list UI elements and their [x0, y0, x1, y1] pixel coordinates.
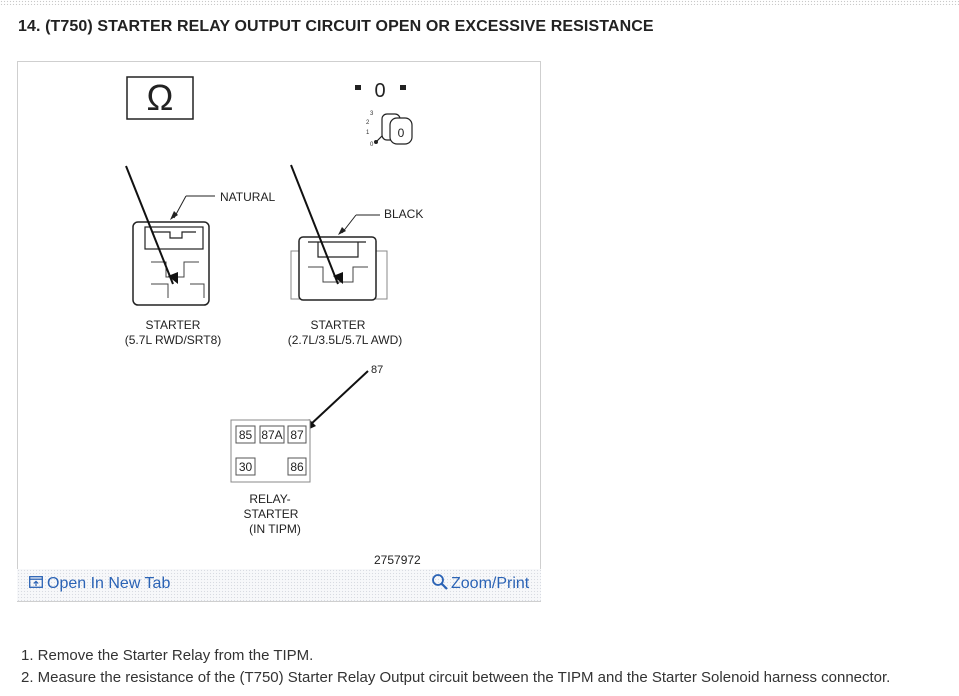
diagram-figure: Ω 0 3 2 1 0 0 [17, 61, 541, 602]
caption-starter-left-variant: (5.7L RWD/SRT8) [125, 333, 221, 347]
open-in-new-tab-label: Open In New Tab [47, 575, 171, 592]
magnifier-icon [431, 573, 449, 596]
starter-relay-black [290, 164, 388, 301]
pin-callout: 87 [371, 364, 383, 376]
caption-starter-right-variant: (2.7L/3.5L/5.7L AWD) [288, 333, 403, 347]
instruction-steps: 1. Remove the Starter Relay from the TIP… [21, 645, 890, 689]
svg-text:0: 0 [370, 142, 374, 148]
relay-pin-86: 86 [290, 460, 304, 474]
svg-text:2: 2 [366, 120, 370, 126]
zoom-print-label: Zoom/Print [451, 575, 530, 592]
relay-cavity: 85 87A 87 30 86 [230, 419, 311, 483]
wiring-diagram: Ω 0 3 2 1 0 0 [125, 76, 423, 567]
relay-pin-87a: 87A [261, 428, 282, 442]
caption-starter-right: STARTER [311, 318, 366, 332]
label-black: BLACK [384, 207, 423, 221]
relay-pin-30: 30 [239, 460, 253, 474]
step-2: 2. Measure the resistance of the (T750) … [21, 669, 891, 686]
new-tab-icon [29, 575, 43, 593]
svg-text:0: 0 [398, 126, 405, 140]
relay-pin-85: 85 [239, 428, 253, 442]
figure-number: 2757972 [374, 553, 421, 567]
ignition-off-icon: 0 [355, 80, 406, 102]
step-1: 1. Remove the Starter Relay from the TIP… [21, 647, 314, 664]
relay-pin-87: 87 [290, 428, 304, 442]
caption-relay-line1: RELAY- [249, 492, 290, 506]
svg-text:0: 0 [374, 80, 385, 102]
svg-text:3: 3 [370, 111, 374, 117]
top-divider [0, 0, 959, 5]
zoom-print-link[interactable]: Zoom/Print [431, 573, 530, 596]
caption-relay-line3: (IN TIPM) [249, 522, 301, 536]
page-title: 14. (T750) STARTER RELAY OUTPUT CIRCUIT … [18, 18, 654, 35]
label-natural: NATURAL [220, 190, 275, 204]
ignition-key-icon: 3 2 1 0 0 [366, 111, 413, 148]
svg-text:1: 1 [366, 130, 370, 136]
starter-relay-natural [125, 165, 215, 306]
ohmmeter-icon: Ω [126, 76, 194, 120]
svg-text:Ω: Ω [147, 77, 174, 118]
caption-starter-left: STARTER [146, 318, 201, 332]
caption-relay-line2: STARTER [244, 507, 299, 521]
open-in-new-tab-link[interactable]: Open In New Tab [29, 574, 170, 594]
figure-toolbar [17, 569, 541, 601]
